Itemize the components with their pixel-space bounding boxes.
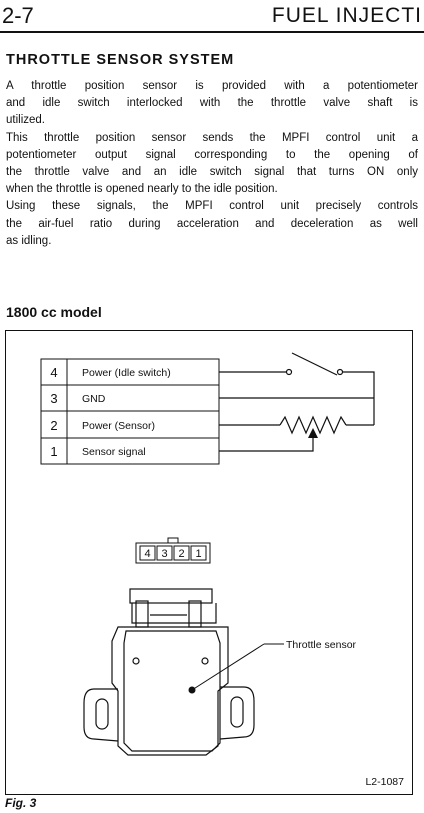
figure-frame: 4 3 2 1 Power (Idle switch) GND Power (S… (5, 330, 413, 795)
section-heading: THROTTLE SENSOR SYSTEM (6, 52, 235, 68)
pin-label: Power (Idle switch) (82, 367, 171, 379)
reference-code: L2-1087 (365, 776, 404, 788)
text-line: and idle switch interlocked with the thr… (6, 97, 418, 110)
body-text: A throttle position sensor is provided w… (6, 78, 418, 250)
pin-number: 1 (50, 444, 57, 459)
pin-label: GND (82, 393, 106, 405)
connector-pin: 1 (195, 548, 201, 560)
connector-pin: 3 (161, 548, 167, 560)
paragraph-3: Using these signals, the MPFI control un… (6, 198, 418, 250)
section-title: FUEL INJECTI (271, 4, 422, 27)
wire-wiper (219, 437, 314, 452)
pin-label: Sensor signal (82, 446, 146, 458)
figure-subheading: 1800 cc model (6, 304, 102, 320)
potentiometer-icon (279, 415, 347, 435)
switch-contact (336, 368, 344, 376)
connector-pin: 2 (178, 548, 184, 560)
paragraph-2: This throttle position sensor sends the … (6, 130, 418, 199)
header-rule (0, 31, 424, 33)
pin-number: 4 (50, 365, 57, 380)
text-line: utilized. (6, 114, 45, 127)
callout-leader (191, 643, 265, 691)
text-line: A throttle position sensor is provided w… (6, 80, 418, 92)
throttle-sensor-callout: Throttle sensor (286, 639, 357, 651)
figure-caption: Fig. 3 (5, 796, 37, 810)
paragraph-1: A throttle position sensor is provided w… (6, 78, 418, 130)
section-number: 2-7 (2, 3, 34, 28)
idle-switch-icon (291, 352, 338, 376)
wiper-arrow-icon (308, 428, 318, 438)
text-line: potentiometer output signal correspondin… (6, 148, 418, 161)
throttle-sensor-illustration (83, 588, 255, 756)
wire-switch-return (343, 371, 375, 425)
text-line: Using these signals, the MPFI control un… (6, 200, 418, 213)
switch-contact (285, 368, 293, 376)
pin-number: 3 (50, 391, 57, 406)
text-line: as idling. (6, 234, 52, 247)
text-line: when the throttle is opened nearly to th… (6, 183, 278, 196)
page-header: 2-7 FUEL INJECTI (0, 0, 424, 33)
connector-pin: 4 (144, 548, 150, 560)
text-line: the air-fuel ratio during acceleration a… (6, 217, 418, 230)
wiring-diagram: 4 3 2 1 Power (Idle switch) GND Power (S… (40, 352, 404, 788)
pin-number: 2 (50, 418, 57, 433)
text-line: This throttle position sensor sends the … (6, 131, 418, 144)
pin-label: Power (Sensor) (82, 420, 155, 432)
text-line: the throttle valve and an idle switch si… (6, 166, 418, 179)
